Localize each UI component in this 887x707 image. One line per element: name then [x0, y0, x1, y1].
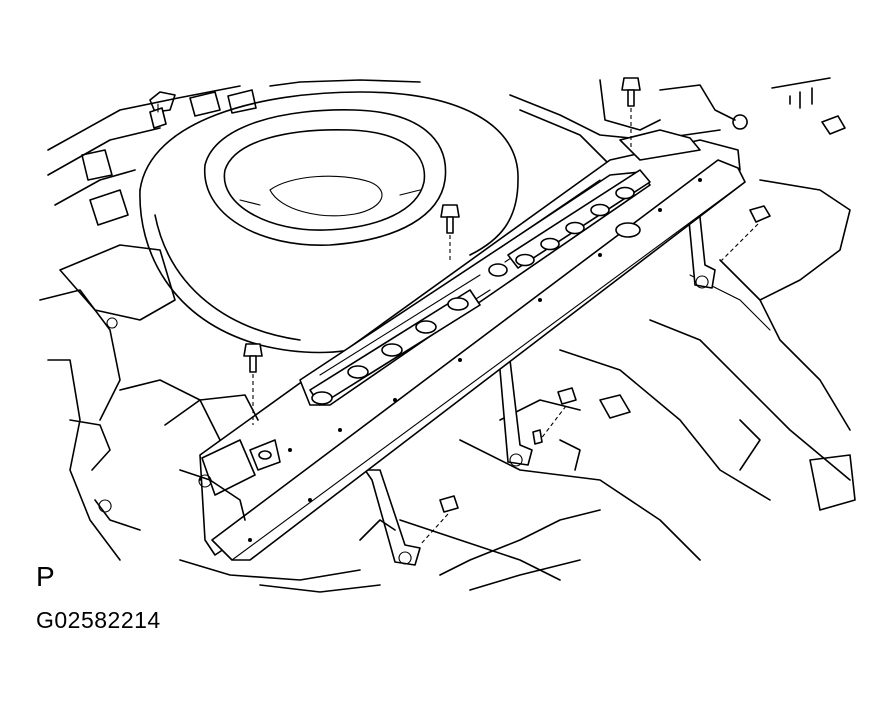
nut-center-lower — [533, 388, 576, 444]
figure-code-label: G02582214 — [36, 607, 161, 633]
floor-pan-right — [400, 80, 855, 580]
bolt-top-right — [622, 78, 640, 150]
view-marker-label: P — [36, 561, 55, 592]
bolt-left — [244, 344, 262, 425]
spare-tire — [140, 92, 518, 353]
front-arrow-icon — [772, 78, 845, 134]
nut-right — [720, 206, 770, 262]
mounting-bolts — [150, 78, 770, 545]
clip-top-left — [150, 104, 166, 128]
nut-bottom — [420, 496, 458, 545]
underbody-lower — [180, 510, 600, 592]
bolt-center-tire — [441, 205, 459, 262]
spare-tire-carrier-bracket — [165, 130, 745, 560]
